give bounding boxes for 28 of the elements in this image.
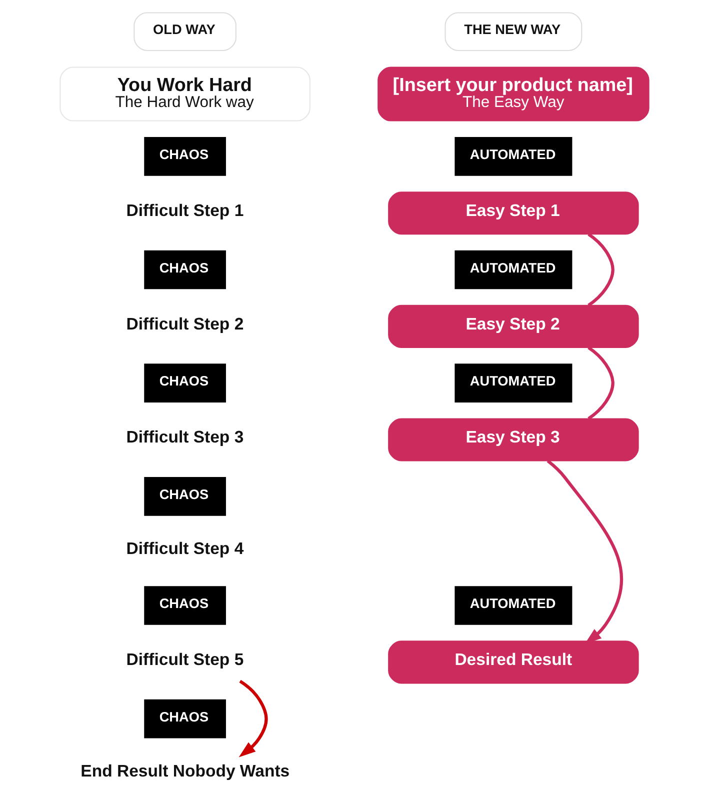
node-box: AUTOMATED [454, 250, 572, 290]
node-box: CHAOS [144, 586, 226, 625]
connector [587, 232, 614, 307]
node-text: Difficult Step 1 [126, 201, 244, 220]
node-box: CHAOS [144, 137, 226, 176]
node-text: Difficult Step 4 [126, 538, 244, 558]
node-box: AUTOMATED [454, 137, 572, 176]
node-box: [Insert your product name] The Easy Way [377, 66, 649, 122]
node-box: You Work Hard The Hard Work way [59, 66, 310, 122]
node-box: AUTOMATED [454, 586, 572, 625]
node-box: Easy Step 3 [388, 418, 638, 462]
node-box: CHAOS [144, 699, 226, 738]
arrow [546, 460, 622, 644]
node-box: CHAOS [144, 250, 226, 290]
node-box: OLD WAY [133, 12, 236, 52]
node-box: Easy Step 1 [388, 192, 638, 235]
node-text: Difficult Step 5 [126, 650, 244, 670]
node-box: CHAOS [144, 477, 226, 516]
node-text: End Result Nobody Wants [80, 761, 290, 780]
node-box: CHAOS [144, 364, 226, 402]
node-box: Easy Step 2 [388, 304, 638, 348]
connector [587, 346, 614, 420]
node-text: Difficult Step 3 [126, 428, 244, 447]
node-box: Desired Result [388, 640, 638, 684]
node-text: Difficult Step 2 [126, 314, 244, 334]
node-box: THE NEW WAY [444, 12, 582, 52]
arrow [238, 680, 268, 758]
node-box: AUTOMATED [454, 364, 572, 402]
